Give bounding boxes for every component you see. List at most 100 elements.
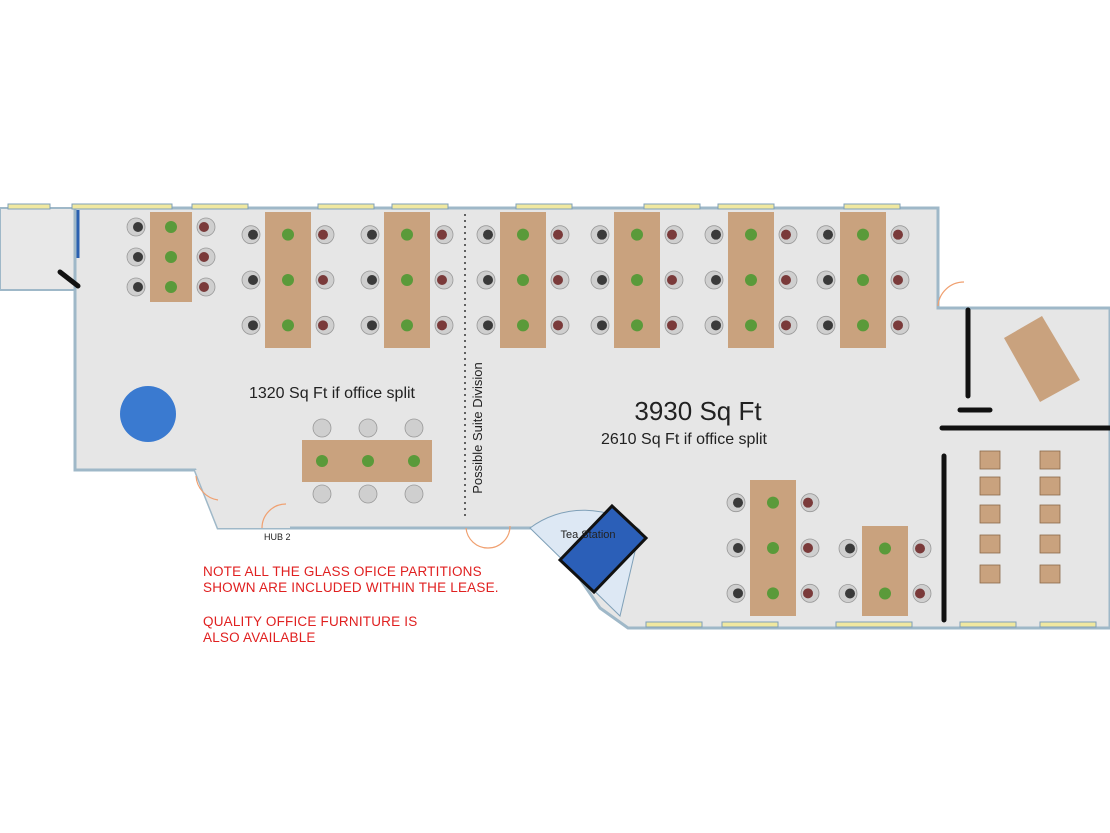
chair-icon	[979, 504, 1001, 524]
person-icon	[437, 320, 447, 331]
hub-floor	[195, 470, 290, 528]
person-icon	[733, 588, 743, 599]
office-desk	[1004, 316, 1080, 402]
person-icon	[318, 229, 328, 240]
person-icon	[803, 497, 813, 508]
plant-icon	[401, 319, 413, 332]
person-icon	[553, 275, 563, 285]
person-icon	[597, 229, 607, 240]
person-icon	[553, 229, 563, 240]
meeting-room-chairs	[979, 450, 1061, 584]
chair-icon	[404, 484, 424, 504]
desk-clusters	[126, 212, 932, 616]
note-line: QUALITY OFFICE FURNITURE IS	[203, 614, 418, 629]
desk	[862, 526, 908, 616]
person-icon	[437, 229, 447, 240]
plant-icon	[857, 274, 869, 286]
person-icon	[199, 222, 209, 232]
chair-icon	[979, 476, 1001, 496]
chair-icon	[979, 534, 1001, 554]
person-icon	[711, 229, 721, 240]
plant-icon	[517, 319, 529, 332]
person-icon	[667, 229, 677, 240]
plant-icon	[517, 228, 529, 241]
plant-icon	[282, 319, 294, 332]
plant-icon	[745, 274, 757, 286]
chair-icon	[1039, 564, 1061, 584]
chair-icon	[358, 418, 378, 438]
plant-icon	[165, 281, 177, 293]
person-icon	[711, 275, 721, 285]
person-icon	[845, 543, 855, 554]
plant-icon	[316, 455, 328, 467]
plant-icon	[401, 228, 413, 241]
person-icon	[133, 282, 143, 292]
plant-icon	[517, 274, 529, 286]
person-icon	[483, 320, 493, 331]
lease-note: NOTE ALL THE GLASS OFICE PARTITIONS SHOW…	[203, 564, 499, 646]
plant-icon	[879, 542, 891, 555]
tea-station: Tea Station	[529, 503, 649, 617]
plant-icon	[857, 319, 869, 332]
plant-icon	[165, 251, 177, 263]
chair-icon	[1039, 450, 1061, 470]
person-icon	[781, 320, 791, 331]
windows	[7, 203, 1097, 628]
person-icon	[367, 275, 377, 285]
plant-icon	[362, 455, 374, 467]
plant-icon	[767, 587, 779, 600]
chair-icon	[312, 418, 332, 438]
person-icon	[367, 229, 377, 240]
person-icon	[199, 252, 209, 262]
person-icon	[437, 275, 447, 285]
chair-icon	[358, 484, 378, 504]
person-icon	[823, 275, 833, 285]
person-icon	[248, 229, 258, 240]
person-icon	[597, 275, 607, 285]
round-table	[120, 386, 176, 442]
person-icon	[893, 275, 903, 285]
plant-icon	[767, 542, 779, 554]
person-icon	[781, 275, 791, 285]
person-icon	[823, 229, 833, 240]
note-line: NOTE ALL THE GLASS OFICE PARTITIONS	[203, 564, 482, 579]
person-icon	[367, 320, 377, 331]
plant-icon	[745, 319, 757, 332]
person-icon	[803, 543, 813, 553]
person-icon	[553, 320, 563, 331]
plant-icon	[879, 587, 891, 600]
plant-icon	[631, 228, 643, 241]
person-icon	[893, 320, 903, 331]
person-icon	[597, 320, 607, 331]
plant-icon	[401, 274, 413, 286]
plant-icon	[165, 221, 177, 233]
plant-icon	[408, 455, 420, 467]
chair-icon	[404, 418, 424, 438]
note-line: SHOWN ARE INCLUDED WITHIN THE LEASE.	[203, 580, 499, 595]
split-left-label: 1320 Sq Ft if office split	[249, 385, 416, 402]
person-icon	[483, 275, 493, 285]
person-icon	[823, 320, 833, 331]
person-icon	[781, 229, 791, 240]
plant-icon	[282, 274, 294, 286]
person-icon	[733, 497, 743, 508]
person-icon	[318, 320, 328, 331]
plant-icon	[745, 228, 757, 241]
person-icon	[199, 282, 209, 292]
person-icon	[318, 275, 328, 285]
person-icon	[133, 222, 143, 232]
note-line: ALSO AVAILABLE	[203, 630, 316, 645]
split-right-label: 2610 Sq Ft if office split	[601, 431, 768, 448]
chair-icon	[1039, 534, 1061, 554]
person-icon	[893, 229, 903, 240]
door-swing-icon	[195, 281, 965, 549]
person-icon	[133, 252, 143, 262]
plant-icon	[282, 228, 294, 241]
plant-icon	[857, 228, 869, 241]
person-icon	[667, 275, 677, 285]
plant-icon	[631, 274, 643, 286]
total-area-label: 3930 Sq Ft	[634, 396, 762, 426]
person-icon	[915, 543, 925, 554]
person-icon	[803, 588, 813, 599]
